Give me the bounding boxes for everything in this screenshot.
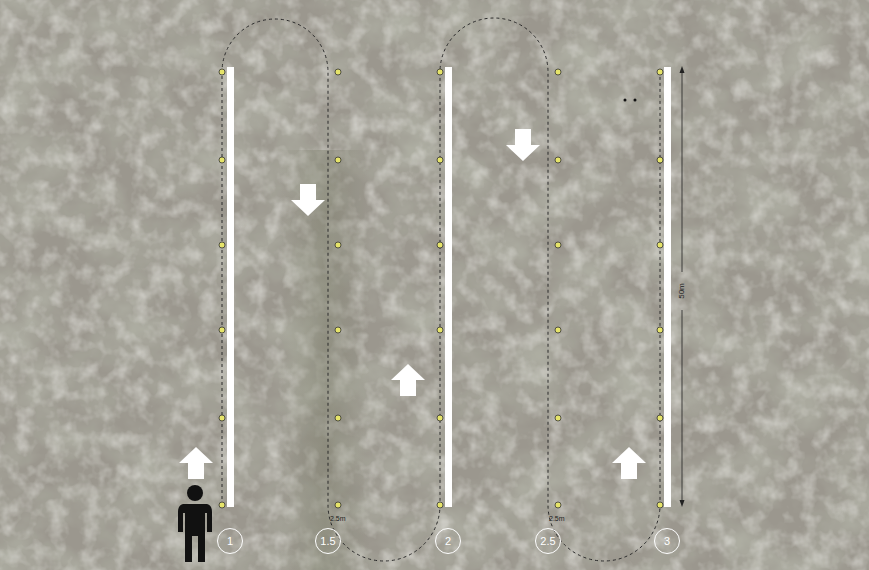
transect-number: 3: [664, 535, 670, 547]
transect-bar: [445, 67, 452, 507]
transect-bar: [227, 67, 234, 507]
transect-number-circle: 2: [435, 528, 461, 554]
transect-number-circle: 2.5: [535, 528, 561, 554]
marker-dot: [624, 99, 627, 102]
transect-number: 2.5: [540, 535, 555, 547]
up-arrow: [391, 364, 425, 396]
direction-arrows: [179, 129, 646, 479]
spacing-label: 2.5m: [330, 515, 346, 522]
down-arrow: [291, 184, 325, 216]
transect-number: 2: [445, 535, 451, 547]
transect-bar: [664, 67, 671, 507]
quadrat-points: [219, 69, 663, 508]
transect-number-circle: 1: [217, 528, 243, 554]
up-arrow: [179, 447, 213, 479]
down-arrow: [506, 129, 540, 161]
marker-dot: [634, 99, 637, 102]
transect-number-circle: 1.5: [315, 528, 341, 554]
up-arrow: [612, 447, 646, 479]
walking-path: [222, 18, 660, 561]
dimension-label: 50m: [678, 283, 686, 299]
transect-number: 1: [227, 535, 233, 547]
spacing-label: 2.5m: [549, 515, 565, 522]
person-silhouette: [178, 485, 212, 562]
transect-number-circle: 3: [654, 528, 680, 554]
transect-number: 1.5: [320, 535, 335, 547]
